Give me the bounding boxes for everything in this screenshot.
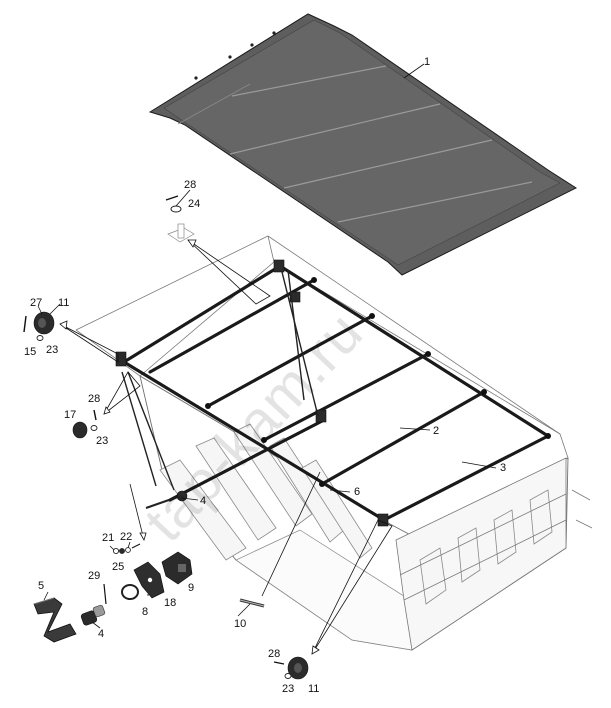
- callout-labels: 1 2 3 4 4 5 6 8 9 10 11 11 15 17 18 21 2…: [24, 56, 506, 695]
- pin-29: [103, 583, 107, 605]
- callout-27: 27: [30, 297, 42, 309]
- part-24-bracket: [165, 195, 195, 243]
- callout-4-upper: 4: [200, 495, 206, 507]
- callout-23-middle: 23: [96, 435, 108, 447]
- callout-23-left: 23: [46, 344, 58, 356]
- rod-6: [168, 418, 326, 502]
- coupling-4b: [80, 604, 106, 626]
- tailgate: [395, 457, 593, 651]
- callout-25: 25: [112, 561, 124, 573]
- callout-11-left: 11: [58, 297, 69, 309]
- callout-28-top: 28: [184, 179, 196, 191]
- callout-10: 10: [234, 618, 246, 630]
- fasteners-21-22-25: [112, 543, 141, 555]
- pulley-11-bottom: [273, 656, 309, 680]
- callout-9: 9: [188, 582, 194, 594]
- callout-17: 17: [64, 409, 76, 421]
- awning-frame: [115, 259, 551, 527]
- callout-28-bottom: 28: [268, 648, 280, 660]
- side-rail-bottom: [122, 360, 386, 522]
- pin-10: [239, 598, 265, 608]
- side-rail-top: [278, 264, 550, 438]
- callout-23-bottom: 23: [282, 683, 294, 695]
- leader-lines: [37, 63, 497, 655]
- pulley-17: [72, 409, 98, 439]
- front-rail: [122, 264, 282, 364]
- callout-11-bottom: 11: [308, 683, 319, 695]
- bracket-18: [133, 561, 165, 599]
- callout-24: 24: [188, 198, 200, 210]
- ring-8: [121, 584, 139, 600]
- callout-28-middle: 28: [88, 393, 100, 405]
- crank-handle-5: [33, 597, 77, 643]
- dump-body: [75, 235, 593, 651]
- callout-15: 15: [24, 346, 36, 358]
- gear-housing-9: [161, 551, 193, 585]
- callout-5: 5: [38, 580, 44, 592]
- pulley-11-left: [23, 311, 55, 341]
- tarpaulin-sheet: [148, 13, 578, 276]
- callout-8: 8: [142, 606, 148, 618]
- callout-2: 2: [433, 425, 439, 437]
- callout-21: 21: [102, 532, 114, 544]
- callout-3: 3: [500, 462, 506, 474]
- callout-1: 1: [424, 56, 430, 68]
- callout-4-lower: 4: [98, 628, 104, 640]
- callout-18: 18: [164, 597, 176, 609]
- callout-29: 29: [88, 570, 100, 582]
- callout-6: 6: [354, 486, 360, 498]
- callout-22: 22: [120, 531, 132, 543]
